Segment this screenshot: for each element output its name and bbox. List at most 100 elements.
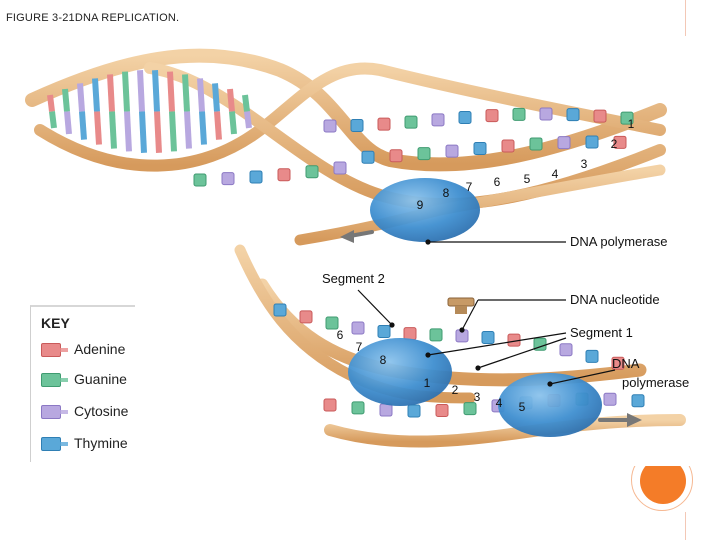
lower-number-7: 7 xyxy=(355,340,363,354)
nucleotide-base xyxy=(404,115,418,129)
base-rung xyxy=(199,111,207,145)
lower-number-6: 6 xyxy=(336,328,344,342)
lower-number-1: 1 xyxy=(423,376,431,390)
dna-polymerase-label-bottom-line2: polymerase xyxy=(622,375,690,390)
nucleotide-base xyxy=(323,119,337,133)
lower-base-pairs xyxy=(273,303,645,418)
nucleotide-base xyxy=(585,349,599,363)
base-rung xyxy=(62,88,70,112)
upper-number-7: 7 xyxy=(465,180,473,194)
nucleotide-base xyxy=(277,168,291,182)
nucleotide-base xyxy=(557,136,571,150)
nucleotide-base xyxy=(603,392,617,406)
base-rung xyxy=(107,74,115,112)
direction-arrow-upper xyxy=(340,230,374,243)
dna-nucleotide-label: DNA nucleotide xyxy=(570,292,660,307)
base-rung xyxy=(137,70,145,112)
nucleotide-base xyxy=(631,394,645,408)
nucleotide-base xyxy=(221,172,235,186)
nucleotide-base xyxy=(333,161,347,175)
lower-number-4: 4 xyxy=(495,396,503,410)
nucleotide-base xyxy=(593,109,607,123)
nucleotide-base xyxy=(539,107,553,121)
base-rung xyxy=(109,111,117,149)
upper-number-3: 3 xyxy=(580,157,588,171)
key-title: KEY xyxy=(41,315,70,331)
upper-number-2: 2 xyxy=(610,137,618,151)
nucleotide-base xyxy=(351,401,365,415)
nucleotide-base xyxy=(501,139,515,153)
base-rung xyxy=(227,88,235,112)
nucleotide-base xyxy=(566,108,580,122)
nucleotide-base xyxy=(445,144,459,158)
base-rung xyxy=(169,111,177,152)
base-rung xyxy=(154,111,162,153)
adenine-swatch xyxy=(41,343,68,357)
nucleotide-base xyxy=(193,173,207,187)
slide-title: FIGURE 3-21DNA REPLICATION. xyxy=(6,12,180,24)
nucleotide-base xyxy=(273,303,287,317)
nucleotide-base xyxy=(379,403,393,417)
lower-number-3: 3 xyxy=(473,390,481,404)
upper-number-8: 8 xyxy=(442,186,450,200)
nucleotide-base xyxy=(613,135,627,149)
nucleotide-base xyxy=(305,165,319,179)
lower-number-8: 8 xyxy=(379,353,387,367)
nucleotide-base xyxy=(403,327,417,341)
nucleotide-base xyxy=(407,404,421,418)
base-rung xyxy=(139,111,147,153)
key-label-cytosine: Cytosine xyxy=(74,403,129,419)
base-rung xyxy=(47,94,55,112)
lower-number-2: 2 xyxy=(451,383,459,397)
key-label-guanine: Guanine xyxy=(74,371,127,387)
nucleotide-base xyxy=(529,137,543,151)
upper-number-9: 9 xyxy=(416,198,424,212)
nucleotide-base xyxy=(299,310,313,324)
nucleotide-base xyxy=(559,343,573,357)
nucleotide-base xyxy=(620,111,634,125)
backbone xyxy=(34,62,666,172)
nucleotide-base xyxy=(611,356,625,370)
base-rung xyxy=(244,111,252,129)
key-legend: KEY Adenine Guanine Cytosine Thymine xyxy=(30,305,135,462)
dna-polymerase-lower-right xyxy=(498,373,602,437)
nucleotide-base xyxy=(323,398,337,412)
upper-number-1: 1 xyxy=(627,117,635,131)
nucleotide-base xyxy=(512,107,526,121)
backbone xyxy=(25,48,667,172)
segment-1-label: Segment 1 xyxy=(570,325,633,340)
base-rung xyxy=(122,71,130,112)
nucleotide-base xyxy=(481,330,495,344)
decorative-divider-line xyxy=(685,512,686,540)
base-rung xyxy=(124,111,132,152)
base-rung xyxy=(212,83,220,112)
dna-polymerase-label-bottom-line1: DNA xyxy=(612,356,640,371)
base-rung xyxy=(77,83,85,112)
key-label-thymine: Thymine xyxy=(74,435,128,451)
nucleotide-base xyxy=(473,141,487,155)
upper-dna-strand xyxy=(25,48,667,246)
direction-arrow-lower xyxy=(598,413,642,427)
base-rung xyxy=(94,111,102,145)
nucleotide-base xyxy=(249,170,263,184)
label-leader-lines xyxy=(357,239,616,387)
nucleotide-base xyxy=(377,117,391,131)
nucleotide-base xyxy=(458,111,472,125)
base-rung xyxy=(79,111,87,140)
base-rung xyxy=(92,78,100,112)
base-rung xyxy=(64,111,72,135)
nucleotide-base xyxy=(417,147,431,161)
dna-polymerase-label-top: DNA polymerase xyxy=(570,234,668,249)
nucleotide-base xyxy=(377,324,391,338)
base-rung xyxy=(197,78,205,112)
dna-polymerase-upper xyxy=(370,178,480,242)
base-rung xyxy=(214,111,222,140)
upper-base-pairs xyxy=(47,70,634,187)
lower-dna-strand xyxy=(234,244,686,448)
base-rung xyxy=(242,94,250,112)
free-dna-nucleotide xyxy=(447,297,475,314)
nucleotide-base xyxy=(585,135,599,149)
base-rung xyxy=(49,111,57,129)
base-rung xyxy=(167,71,175,112)
guanine-swatch xyxy=(41,373,68,387)
